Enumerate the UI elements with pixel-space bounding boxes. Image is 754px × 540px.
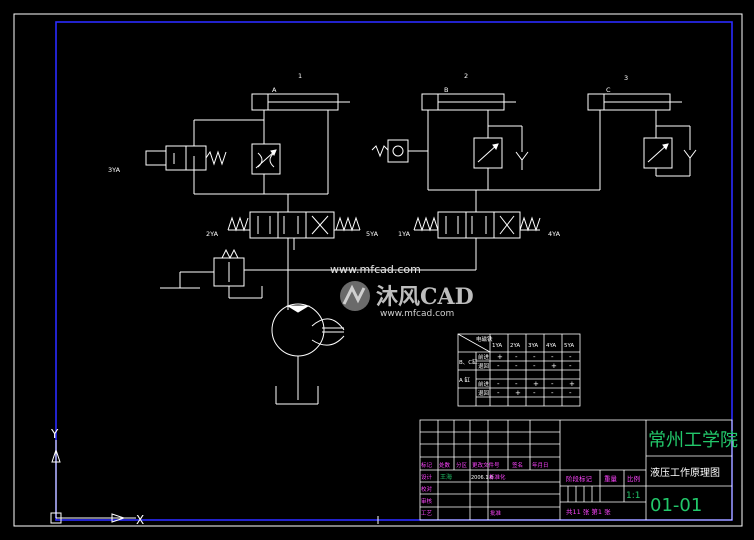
table-cell: - [515,380,518,388]
rev-label: 更改文件号 [472,461,500,469]
table-header: 1YA [492,343,502,349]
pressure-switch [387,139,409,163]
table-cell: - [515,362,518,370]
table-cell: + [497,353,503,361]
scale-header: 比例 [627,474,640,483]
table-cell: + [533,380,539,388]
table-action-label: 前进 [478,353,490,361]
drawing-number: 01-01 [650,495,702,516]
table-cell: - [551,380,554,388]
cylinder-b-label: B [444,86,448,94]
table-header: 5YA [564,343,574,349]
ucs-x-label: X [136,513,144,527]
table-action-label: 退回 [478,362,490,370]
title-block [419,419,733,521]
standardization-label: 标准化 [489,473,506,481]
solenoid-2ya-label: 2YA [206,230,219,238]
rev-label: 分区 [456,461,468,469]
cylinder-a-label: A [272,86,277,94]
check-label: 校对 [421,485,433,493]
designer-name: 王海 [440,473,452,481]
design-date: 2006.1.6 [471,475,493,481]
drawing-title: 液压工作原理图 [650,466,720,479]
throttle-valve-a [251,143,281,175]
table-cell: - [497,362,500,370]
rev-label: 年月日 [532,461,549,469]
table-header: 2YA [510,343,520,349]
approve-label: 批准 [490,509,502,517]
rev-label: 签名 [512,461,523,469]
weight-header: 重量 [604,475,618,483]
design-label: 设计 [421,473,433,481]
cylinder-1-number: 1 [298,72,302,80]
table-cell: - [497,389,500,397]
rev-label: 标记 [421,461,433,469]
table-group-label: A 缸 [459,376,471,384]
table-group-label: B、C缸 [459,358,478,366]
cylinder-3-number: 3 [624,74,628,82]
table-cell: - [569,389,572,397]
table-corner-label: 电磁铁 [476,335,493,343]
circuit-labels: 1 2 3 A B C 3YA 2YA 5YA 1YA 4YA [108,72,628,238]
ucs-icon [50,440,136,524]
stage-mark-header: 阶段标记 [566,474,593,483]
table-cell: + [515,389,521,397]
solenoid-3ya-label: 3YA [108,166,121,174]
cylinder-2-number: 2 [464,72,468,80]
table-cell: + [551,362,557,370]
circuit [145,93,697,405]
action-table-text: 电磁铁 1YA 2YA 3YA 4YA 5YA B、C缸 A 缸 前进 退回 前… [459,335,574,397]
directional-valve-bc [437,211,521,239]
table-action-label: 前进 [478,380,490,388]
table-header: 4YA [546,343,556,349]
table-header: 3YA [528,343,538,349]
solenoid-action-table [457,333,581,407]
watermark-url-top: www.mfcad.com [330,263,421,276]
table-cell: - [551,389,554,397]
watermark: www.mfcad.com 沐风CAD www.mfcad.com [330,263,474,319]
table-cell: - [551,353,554,361]
table-action-label: 退回 [478,389,490,397]
table-cell: + [569,380,575,388]
solenoid-4ya-label: 4YA [548,230,561,238]
rev-label: 处数 [439,461,451,469]
review-label: 审核 [421,497,433,505]
outer-frame [13,13,743,527]
table-cell: - [497,380,500,388]
watermark-brand: 沐风CAD [376,284,474,310]
inner-border [55,21,733,521]
process-label: 工艺 [421,510,433,517]
action-table-values: +-------+---+-+-+--- [497,353,575,397]
table-cell: - [533,389,536,397]
scale-value: 1:1 [626,491,640,501]
throttle-valve-c [643,137,673,169]
table-cell: - [533,362,536,370]
title-block-text: 常州工学院 液压工作原理图 01-01 阶段标记 重量 比例 1:1 共11 张… [421,430,738,517]
directional-valve-a [249,211,335,239]
school-name: 常州工学院 [648,430,738,451]
sheet-count: 共11 张 第1 张 [566,507,611,516]
solenoid-5ya-label: 5YA [366,230,379,238]
solenoid-1ya-label: 1YA [398,230,411,238]
table-cell: - [515,353,518,361]
table-cell: - [569,353,572,361]
cylinder-c-label: C [606,86,611,94]
watermark-url-bottom: www.mfcad.com [380,309,454,319]
table-cell: - [569,362,572,370]
ucs-y-label: Y [50,427,59,441]
table-cell: - [533,353,536,361]
